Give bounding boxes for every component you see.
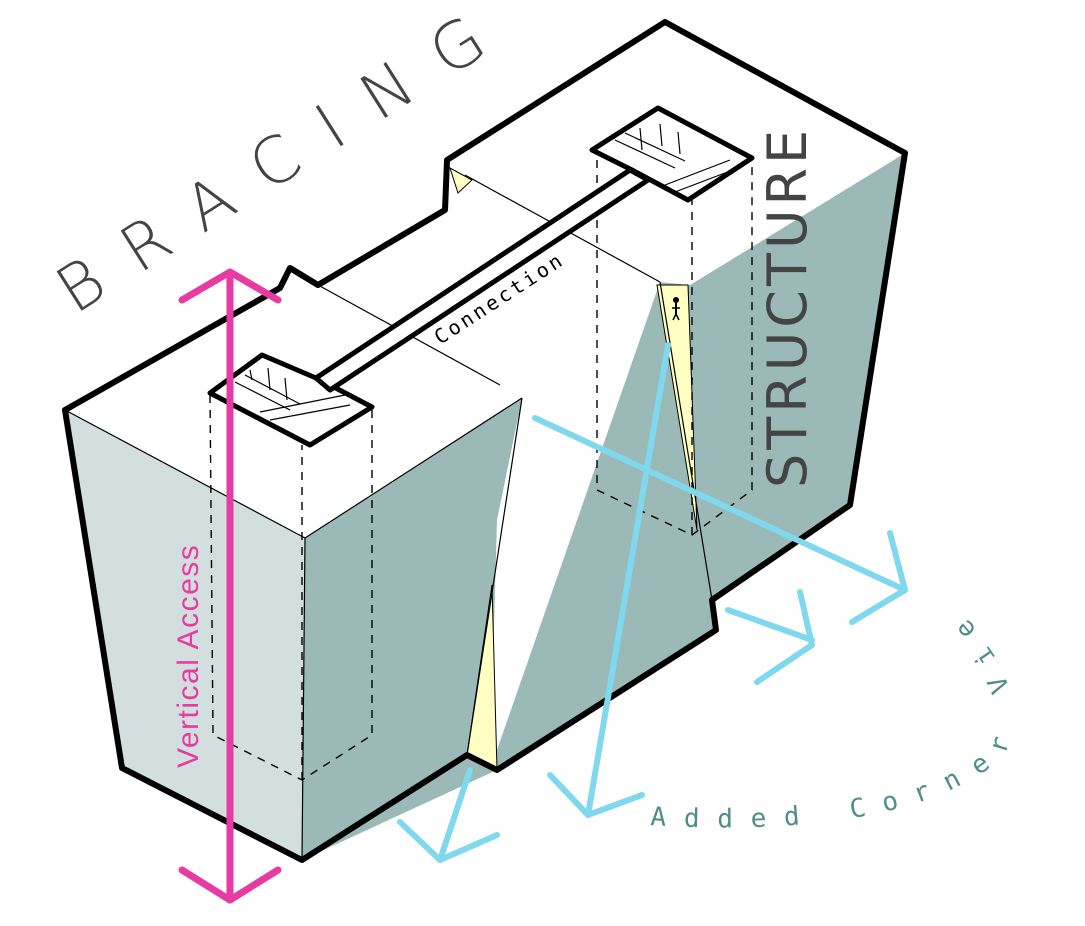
slot-top [449,166,473,194]
mass-outline [62,19,908,863]
vertical-access-arrow [178,268,282,904]
corner-view-arrows [397,342,908,863]
person-icon [672,297,680,321]
connection-bridge [207,105,755,448]
hidden-cores [209,160,753,781]
front-face [65,410,305,860]
structure-title: STRUCTURE [756,126,819,488]
core-right [589,105,755,203]
side-face [302,153,905,860]
bridge-bar [313,167,651,393]
vertical-access-label: Vertical Access [172,544,205,768]
